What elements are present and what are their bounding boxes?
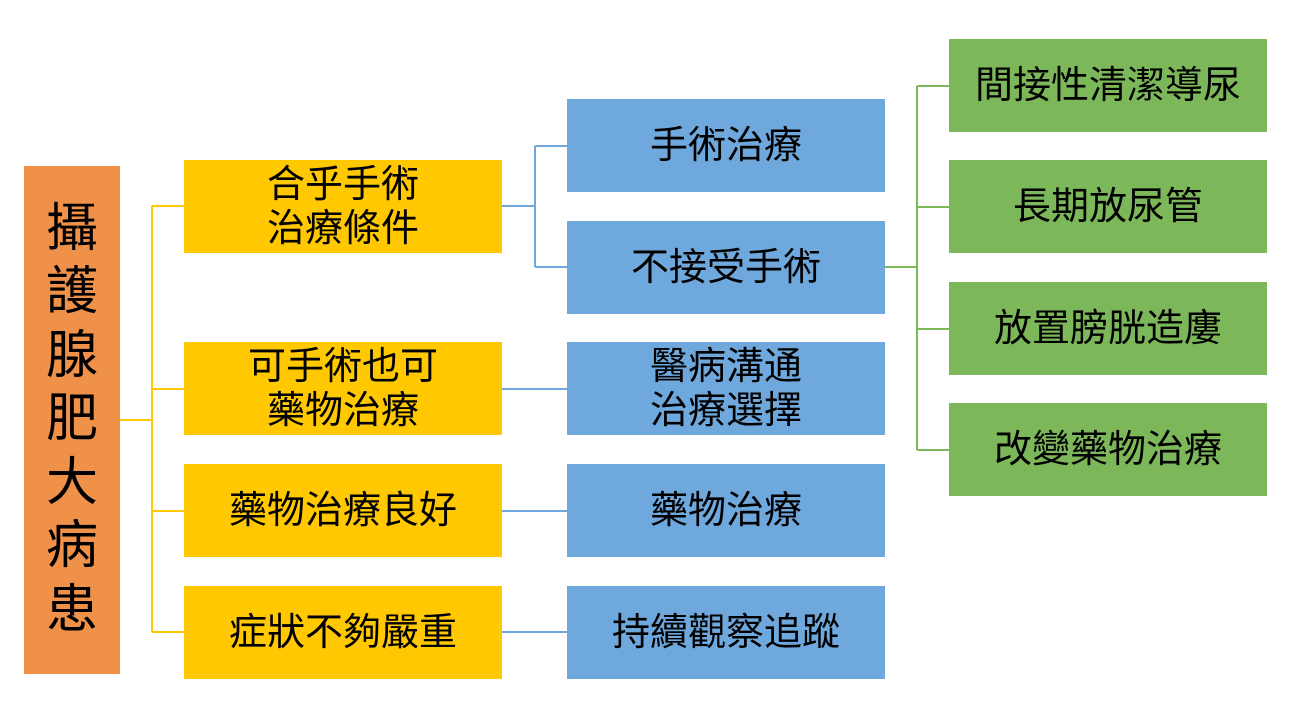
node-intermittent-catheterization: 間接性清潔導尿 bbox=[949, 39, 1267, 132]
node-medication-effective: 藥物治療良好 bbox=[184, 464, 502, 557]
node-watchful-waiting: 持續觀察追蹤 bbox=[567, 586, 885, 679]
root-node: 攝 護 腺 肥 大 病 患 bbox=[24, 166, 120, 674]
node-line: 長期放尿管 bbox=[1012, 183, 1203, 228]
node-surgery-or-medication: 可手術也可 藥物治療 bbox=[184, 342, 502, 435]
node-line: 合乎手術 bbox=[266, 161, 419, 206]
level2-connectors bbox=[885, 85, 949, 451]
node-change-medication: 改變藥物治療 bbox=[949, 403, 1267, 496]
node-decline-surgery: 不接受手術 bbox=[567, 221, 885, 314]
node-mild-symptoms: 症狀不夠嚴重 bbox=[184, 586, 502, 679]
node-medication-treatment: 藥物治療 bbox=[567, 464, 885, 557]
root-connectors bbox=[120, 205, 184, 633]
node-line: 藥物治療良好 bbox=[228, 487, 457, 532]
root-char: 護 bbox=[45, 262, 98, 323]
node-line: 治療選擇 bbox=[649, 387, 802, 432]
node-long-term-catheter: 長期放尿管 bbox=[949, 160, 1267, 253]
node-line: 治療條件 bbox=[266, 205, 419, 250]
node-line: 持續觀察追蹤 bbox=[611, 609, 840, 654]
node-line: 放置膀胱造廔 bbox=[993, 305, 1222, 350]
node-line: 可手術也可 bbox=[247, 343, 438, 388]
node-line: 症狀不夠嚴重 bbox=[228, 609, 457, 654]
node-line: 改變藥物治療 bbox=[993, 426, 1222, 471]
level1-connectors bbox=[502, 145, 567, 633]
node-shared-decision: 醫病溝通 治療選擇 bbox=[567, 342, 885, 435]
node-surgical-treatment: 手術治療 bbox=[567, 99, 885, 192]
root-char: 大 bbox=[45, 452, 98, 513]
node-line: 藥物治療 bbox=[266, 387, 419, 432]
node-cystostomy: 放置膀胱造廔 bbox=[949, 282, 1267, 375]
node-line: 手術治療 bbox=[649, 122, 802, 167]
node-line: 間接性清潔導尿 bbox=[974, 62, 1241, 107]
node-surgery-eligible: 合乎手術 治療條件 bbox=[184, 160, 502, 253]
root-char: 腺 bbox=[45, 325, 98, 386]
node-line: 藥物治療 bbox=[649, 487, 802, 532]
root-char: 病 bbox=[45, 516, 98, 577]
root-char: 患 bbox=[45, 579, 98, 640]
node-line: 不接受手術 bbox=[630, 244, 821, 289]
node-line: 醫病溝通 bbox=[649, 343, 802, 388]
root-char: 攝 bbox=[45, 198, 98, 259]
root-char: 肥 bbox=[45, 389, 98, 450]
